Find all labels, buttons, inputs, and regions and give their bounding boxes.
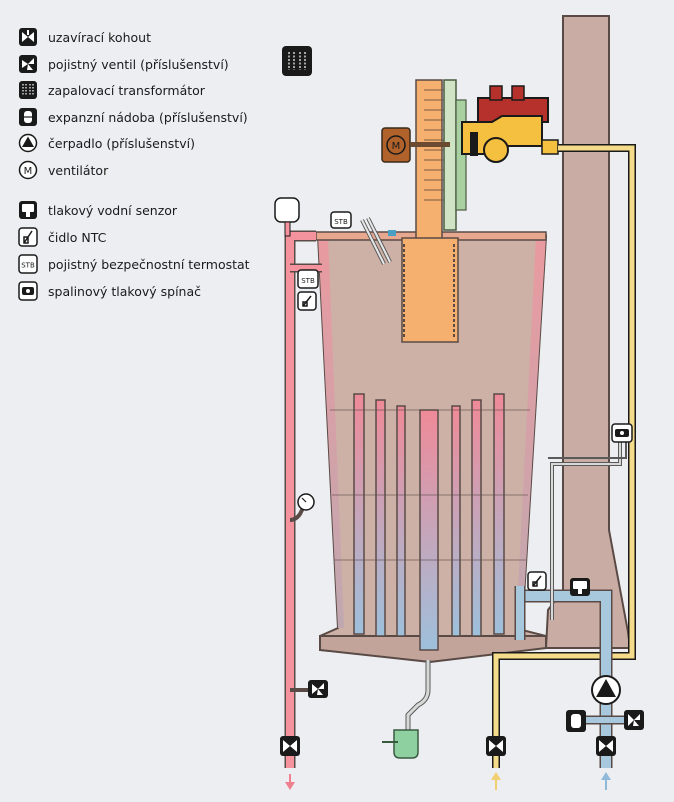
legend-label: spalinový tlakový spínač	[48, 283, 202, 299]
legend-item-water-pressure-sensor: tlakový vodní senzor	[18, 199, 177, 221]
legend-item-ntc-sensor: čidlo NTC	[18, 226, 106, 248]
boiler-side-left	[318, 236, 344, 628]
expansion-vessel-icon	[19, 108, 37, 126]
fan-motor-icon	[386, 135, 406, 155]
legend-item-stb-thermostat: STB pojistný bezpečnostní termostat	[18, 253, 250, 275]
return-in-arrow-icon	[601, 772, 611, 790]
legend-item-flue-pressure-switch: spalinový tlakový spínač	[18, 280, 201, 302]
legend-label: tlakový vodní senzor	[48, 202, 178, 218]
ntc-sensor-icon	[18, 227, 38, 247]
legend-item-safety-valve: pojistný ventil (příslušenství)	[18, 53, 229, 75]
burner-assembly	[401, 79, 459, 343]
flow-out-arrow-icon	[285, 774, 295, 790]
shutoff-valve-flow	[280, 736, 300, 756]
ignition-transformer-icon	[282, 46, 312, 76]
legend-label: čidlo NTC	[48, 229, 107, 245]
gas-valve-block	[461, 85, 559, 163]
ntc-flow-sensor	[297, 291, 317, 311]
ignition-transformer-icon	[19, 81, 37, 99]
water-pressure-sensor-icon	[19, 201, 37, 219]
legend-item-ignition-transformer: zapalovací transformátor	[18, 79, 205, 101]
svg-text:STB: STB	[334, 218, 348, 226]
expansion-vessel	[274, 197, 300, 237]
safety-valve-icon	[308, 680, 328, 698]
legend-item-expansion-vessel: expanzní nádoba (příslušenství)	[18, 106, 248, 128]
boiler-side-right	[516, 236, 546, 630]
condensate-trap	[393, 729, 419, 759]
flue-duct	[544, 15, 632, 649]
gas-in-arrow-icon	[491, 772, 501, 790]
legend-label: ventilátor	[48, 162, 109, 178]
heat-exchanger-tubes	[353, 393, 505, 651]
shutoff-valve-icon	[19, 28, 37, 46]
flue-pressure-switch-icon	[611, 423, 633, 443]
return-safety-valve-icon	[624, 710, 644, 730]
ntc-return-sensor	[527, 571, 547, 591]
stb-boiler-thermostat: STB	[330, 211, 352, 229]
fan-icon: M	[18, 160, 38, 180]
expansion-vessel-icon	[566, 710, 586, 732]
legend-label: zapalovací transformátor	[48, 82, 205, 98]
safety-valve-icon	[19, 55, 37, 73]
svg-text:STB: STB	[301, 277, 315, 285]
water-pressure-sensor-icon	[570, 578, 590, 596]
svg-text:M: M	[24, 166, 33, 177]
svg-text:M: M	[392, 141, 401, 152]
shutoff-valve-gas	[486, 736, 506, 756]
legend-label: uzavírací kohout	[48, 29, 151, 45]
shutoff-valve-return	[596, 736, 616, 756]
legend-label: čerpadlo (příslušenství)	[48, 135, 195, 151]
pump-icon	[591, 675, 621, 705]
stb-flow-sensor: STB	[297, 269, 319, 289]
stb-thermostat-icon: STB	[18, 254, 38, 274]
pump-icon	[18, 133, 38, 153]
legend-item-shutoff-valve: uzavírací kohout	[18, 26, 151, 48]
svg-text:STB: STB	[21, 262, 35, 270]
ignition-electrodes	[360, 217, 396, 265]
legend-label: pojistný ventil (příslušenství)	[48, 56, 229, 72]
flue-pressure-switch-icon	[18, 281, 38, 301]
legend-item-pump: čerpadlo (příslušenství)	[18, 132, 195, 154]
pressure-gauge	[289, 493, 315, 522]
legend-item-fan: M ventilátor	[18, 159, 108, 181]
legend-label: expanzní nádoba (příslušenství)	[48, 109, 248, 125]
legend-label: pojistný bezpečnostní termostat	[48, 256, 250, 272]
